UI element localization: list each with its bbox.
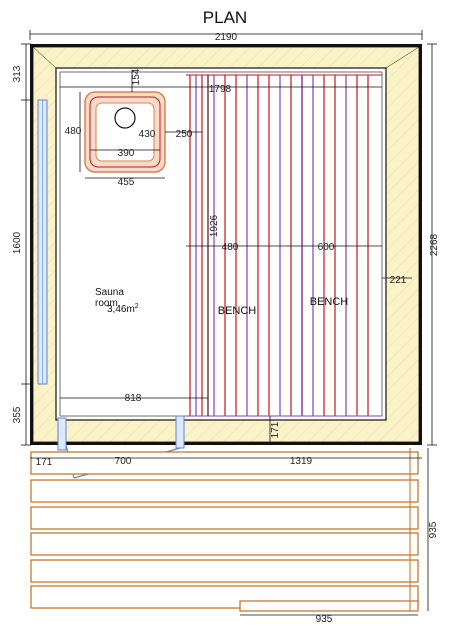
- dim-heater-inner-base: 390: [118, 148, 135, 159]
- dim-floor-width: 818: [125, 393, 142, 404]
- heater-stone-icon: [114, 107, 136, 129]
- dim-door-width: 700: [115, 456, 132, 467]
- deck-board: [30, 506, 419, 530]
- bench-label-upper: BENCH: [310, 296, 349, 308]
- terrace-deck: [30, 448, 419, 612]
- dim-heater-depth: 480: [65, 126, 82, 137]
- dim-heater-offset-top: 154: [131, 68, 142, 85]
- dim-bench-upper-width: 600: [318, 242, 335, 253]
- benches: [186, 74, 382, 417]
- sauna-heater: [84, 91, 166, 173]
- dim-bench-gap-right: 221: [390, 275, 407, 286]
- dim-window-offset-top: 313: [12, 65, 23, 82]
- plan-title: PLAN: [203, 8, 247, 27]
- dim-door-to-right: 1319: [290, 456, 313, 467]
- room-name-line1: Sauna: [95, 287, 124, 298]
- dim-window-height: 1600: [12, 231, 23, 254]
- room-area: 3,46m2: [107, 303, 139, 315]
- dim-overall-depth: 2268: [429, 233, 440, 256]
- dim-window-offset-bottom: 355: [12, 406, 23, 423]
- dim-heater-width: 455: [118, 177, 135, 188]
- dimension-labels: 2190 2268 1798 154 480 430 250 390 455 1…: [12, 32, 440, 625]
- dim-heater-to-bench: 250: [176, 129, 193, 140]
- dim-bench-length: 1926: [209, 214, 220, 237]
- deck-board: [30, 451, 419, 475]
- dim-door-offset-left: 171: [36, 457, 53, 468]
- room-area-unit-sup: 2: [135, 303, 139, 310]
- deck-board: [30, 559, 419, 583]
- dimension-lines: [21, 30, 437, 616]
- deck-step: [239, 600, 419, 612]
- dim-bench-gap-bottom: 171: [270, 421, 281, 438]
- dim-heater-inner-width: 430: [139, 129, 156, 140]
- dim-inner-bench-width: 1798: [209, 84, 232, 95]
- dim-terrace-depth: 935: [428, 521, 439, 538]
- dim-overall-width: 2190: [215, 32, 238, 43]
- dim-terrace-step-width: 935: [316, 614, 333, 625]
- room-name-line2: room: [95, 298, 118, 309]
- side-window: [37, 99, 48, 385]
- room-area-value: 3,46m: [107, 304, 135, 315]
- deck-board: [30, 532, 419, 556]
- dim-bench-lower-width: 480: [222, 242, 239, 253]
- bench-label-lower: BENCH: [218, 305, 257, 317]
- deck-board: [30, 479, 419, 503]
